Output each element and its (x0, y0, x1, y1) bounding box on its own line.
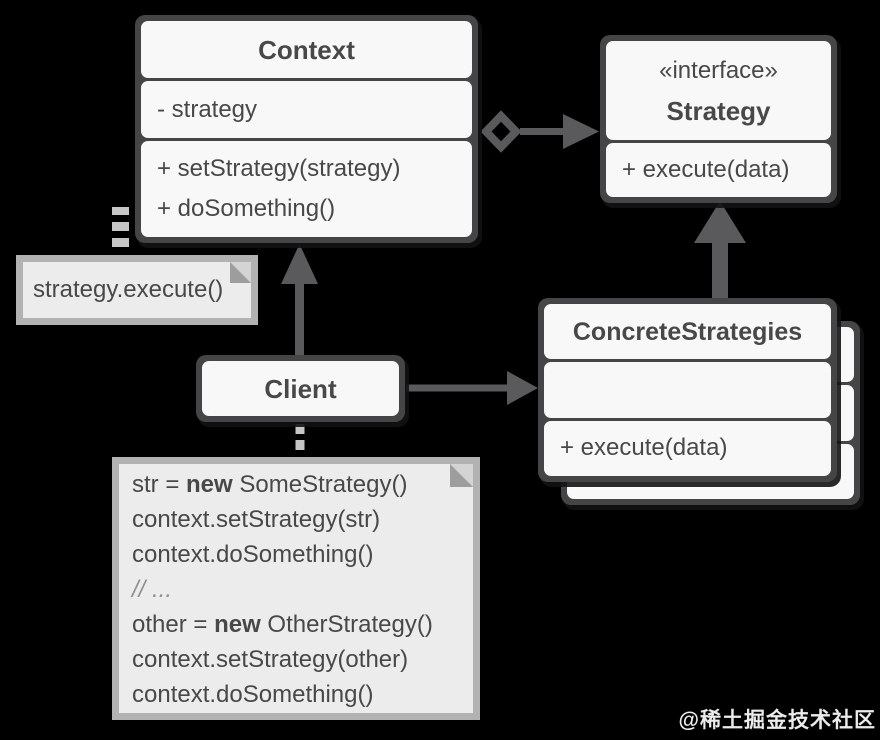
method-label: + doSomething() (157, 195, 336, 222)
note-strategy-execute: strategy.execute() (16, 255, 258, 325)
code-line: context.doSomething() (132, 541, 374, 568)
code-keyword: new (186, 471, 233, 498)
code-line: context.doSomething() (132, 681, 374, 708)
dashed-link-context-note (112, 207, 129, 247)
class-concrete-methods: + execute(data) (544, 420, 831, 476)
class-strategy-interface: «interface» Strategy + execute(data) (600, 35, 837, 203)
arrowhead-right-icon (563, 114, 599, 149)
method-label: + setStrategy(strategy) (157, 155, 401, 182)
association-arrow-client-context (281, 244, 318, 355)
code-text: SomeStrategy() (232, 471, 408, 498)
arrowhead-up-icon (281, 244, 318, 284)
arrowhead-right-icon (507, 371, 538, 405)
class-concrete-fields-empty (544, 362, 831, 418)
association-arrow-client-concrete (406, 371, 538, 405)
method-label: + execute(data) (622, 156, 790, 183)
class-title-label: Strategy (666, 95, 771, 126)
code-comment-line: // ... (132, 576, 173, 603)
implements-arrow-concrete-strategy (694, 201, 746, 298)
class-context-methods: + setStrategy(strategy) + doSomething() (141, 141, 472, 237)
class-client-title: Client (202, 361, 399, 416)
method-label: + execute(data) (560, 434, 728, 462)
class-context: Context - strategy + setStrategy(strateg… (135, 15, 478, 243)
code-line: context.setStrategy(str) (132, 506, 381, 533)
class-concrete-title: ConcreteStrategies (544, 304, 831, 360)
class-concrete-strategies: ConcreteStrategies + execute(data) (538, 298, 837, 482)
aggregation-arrow-context-strategy (480, 110, 599, 153)
class-context-fields: - strategy (141, 81, 472, 138)
watermark-text: @稀土掘金技术社区 (678, 709, 876, 732)
class-strategy-methods: + execute(data) (606, 143, 831, 197)
note-client-code: str = new SomeStrategy() context.setStra… (112, 457, 480, 720)
aggregation-diamond (480, 110, 522, 153)
note-fold-corner-icon (230, 262, 251, 283)
code-line: str = new SomeStrategy() (132, 467, 473, 502)
code-text: str = (132, 471, 187, 498)
note-text: strategy.execute() (33, 276, 224, 303)
stereotype-label: «interface» (659, 56, 778, 84)
dashed-link-client-code-note (295, 424, 305, 450)
class-title-label: ConcreteStrategies (572, 317, 803, 346)
code-line: other = new OtherStrategy() (132, 607, 473, 642)
arrowhead-up-icon (694, 201, 746, 243)
note-fold-corner-icon (450, 464, 473, 487)
class-client: Client (196, 355, 405, 422)
code-text: other = (132, 611, 215, 638)
field-label: - strategy (157, 95, 258, 123)
class-title-label: Context (258, 34, 355, 65)
code-text: OtherStrategy() (260, 611, 433, 638)
class-strategy-title: «interface» Strategy (606, 41, 831, 140)
code-line: context.setStrategy(other) (132, 646, 409, 673)
code-keyword: new (214, 611, 261, 638)
class-context-title: Context (141, 21, 472, 78)
class-title-label: Client (264, 373, 337, 404)
